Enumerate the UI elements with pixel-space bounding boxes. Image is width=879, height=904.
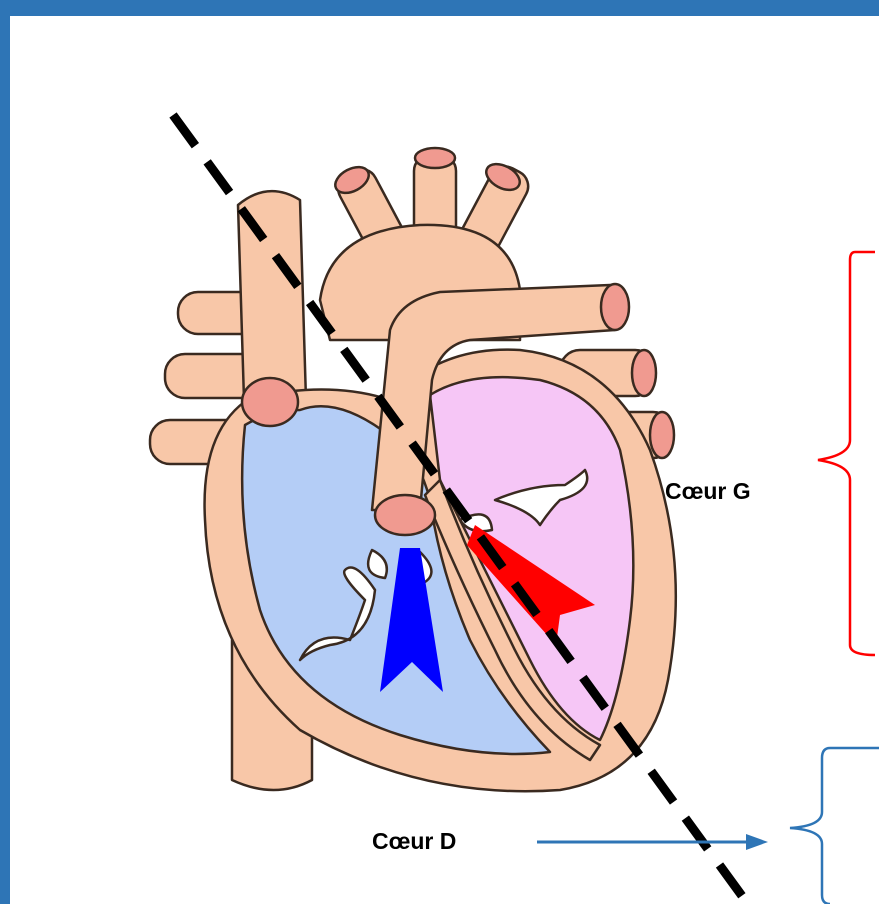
right-heart-label: Cœur D [372,828,456,855]
left-heart-label: Cœur G [665,478,751,505]
left-heart-bracket [818,252,875,655]
right-heart-pointer-arrow [537,834,768,850]
right-heart-bracket [790,748,879,904]
